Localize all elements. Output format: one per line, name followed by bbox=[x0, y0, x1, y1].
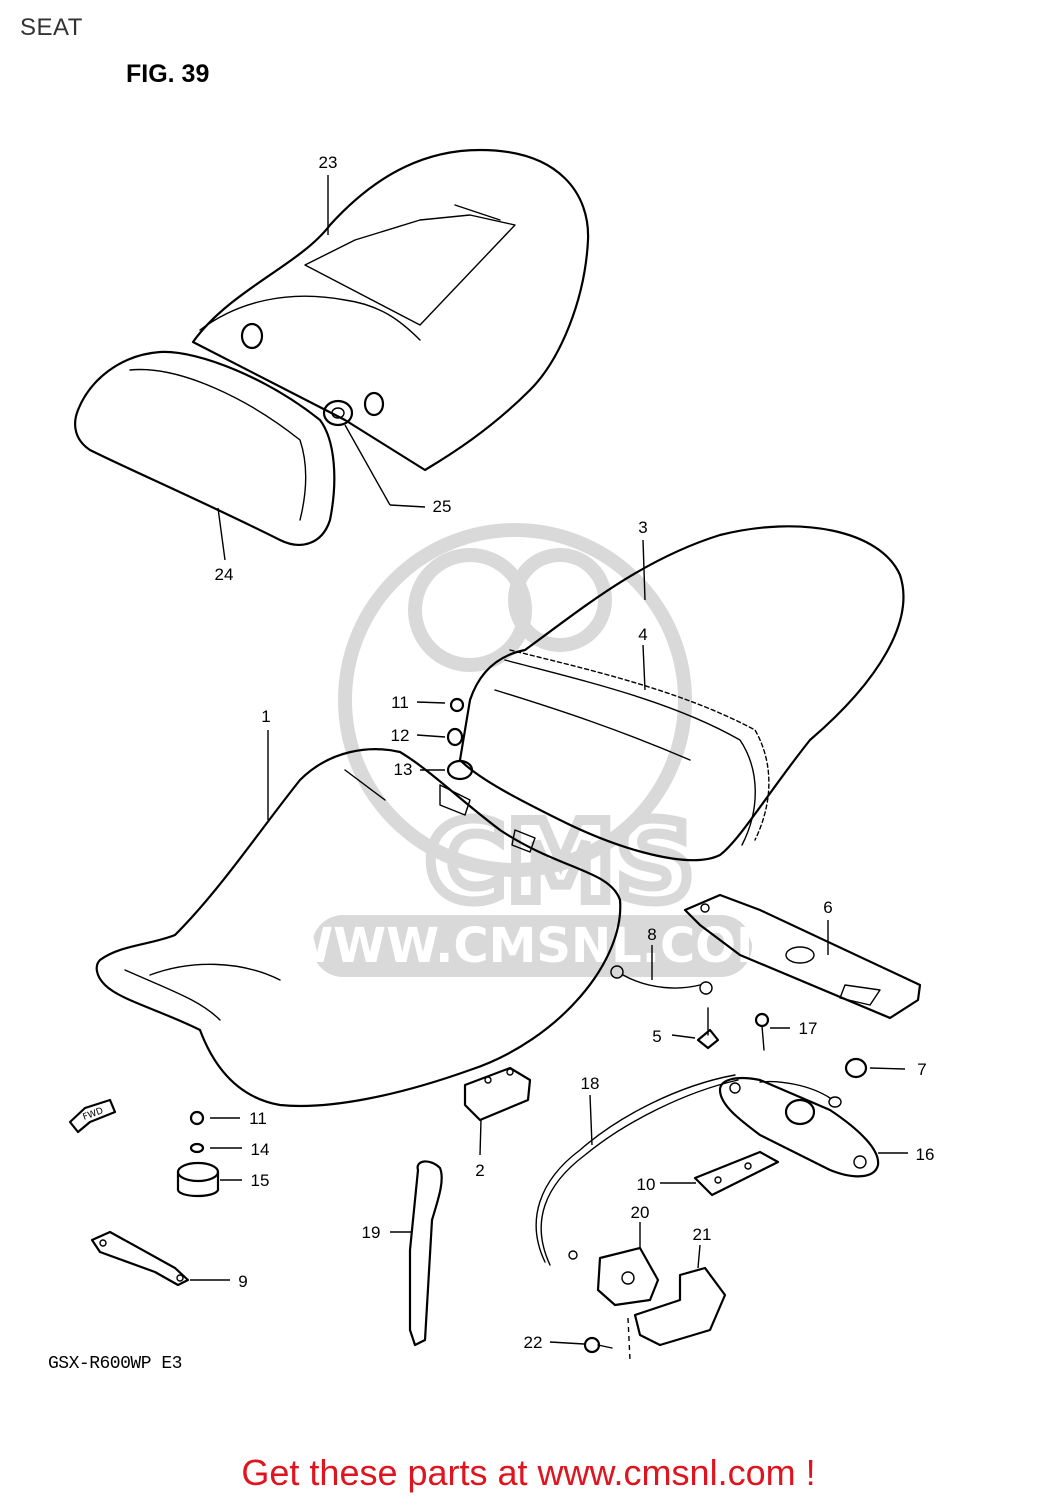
rear-seat bbox=[458, 525, 905, 862]
footer-link[interactable]: Get these parts at www.cmsnl.com ! bbox=[241, 1452, 816, 1493]
seat-strap bbox=[408, 1160, 443, 1347]
cushion-block bbox=[463, 1066, 532, 1122]
watermark-url: WWW.CMSNL.COM bbox=[280, 918, 784, 974]
lock-cable bbox=[535, 1074, 739, 1266]
callout-13: 13 bbox=[394, 760, 413, 779]
callout-7: 7 bbox=[917, 1060, 926, 1079]
washer-14 bbox=[189, 1142, 205, 1154]
callout-15: 15 bbox=[251, 1171, 270, 1190]
bolt-5 bbox=[696, 1007, 720, 1050]
spacer-15 bbox=[176, 1161, 220, 1198]
callout-22: 22 bbox=[524, 1333, 543, 1352]
seat-tail-cover bbox=[191, 148, 590, 472]
callout-1: 1 bbox=[261, 707, 270, 726]
callout-9: 9 bbox=[238, 1272, 247, 1291]
collar-12 bbox=[446, 727, 464, 747]
grommet bbox=[322, 399, 354, 427]
callout-24: 24 bbox=[215, 565, 234, 584]
callout-25: 25 bbox=[433, 497, 452, 516]
lock-cylinder bbox=[596, 1246, 660, 1307]
callout-20: 20 bbox=[631, 1203, 650, 1222]
screw-11-upper bbox=[449, 697, 465, 713]
callout-10: 10 bbox=[637, 1175, 656, 1194]
callout-8: 8 bbox=[647, 925, 656, 944]
callout-2: 2 bbox=[475, 1161, 484, 1180]
seat-lock-assembly bbox=[718, 1076, 880, 1178]
bolt-22 bbox=[583, 1336, 613, 1354]
callout-14: 14 bbox=[251, 1140, 270, 1159]
leader-lines bbox=[190, 175, 908, 1361]
callout-11-lower: 11 bbox=[249, 1109, 267, 1128]
callout-11-upper: 11 bbox=[391, 693, 409, 712]
nut-7 bbox=[844, 1057, 868, 1079]
screw-11-lower bbox=[189, 1110, 205, 1126]
forward-arrow: FWD bbox=[68, 1098, 117, 1134]
callout-23: 23 bbox=[319, 153, 338, 172]
seat-strap-9 bbox=[90, 1230, 190, 1287]
callout-19: 19 bbox=[362, 1223, 381, 1242]
callout-4: 4 bbox=[638, 625, 647, 644]
callout-17: 17 bbox=[799, 1019, 818, 1038]
callout-12: 12 bbox=[391, 726, 410, 745]
seat-bracket-plate bbox=[683, 893, 922, 1020]
screw-17 bbox=[754, 1012, 770, 1051]
callout-6: 6 bbox=[823, 898, 832, 917]
grommet-13 bbox=[446, 759, 474, 781]
callout-3: 3 bbox=[638, 518, 647, 537]
lock-plate bbox=[693, 1150, 780, 1197]
callout-18: 18 bbox=[581, 1074, 600, 1093]
callout-5: 5 bbox=[652, 1027, 661, 1046]
lock-bracket bbox=[633, 1266, 727, 1347]
figure-number: FIG. 39 bbox=[126, 60, 210, 88]
seat-lock-cable bbox=[610, 965, 713, 995]
seat-cushion-pad bbox=[74, 350, 336, 546]
callout-16: 16 bbox=[916, 1145, 935, 1164]
front-seat bbox=[95, 748, 622, 1108]
watermark-logo: WWW.CMSNL.COM CMS bbox=[280, 523, 784, 977]
model-code: GSX-R600WP E3 bbox=[48, 1354, 182, 1374]
callout-21: 21 bbox=[693, 1225, 712, 1244]
page-title: SEAT bbox=[20, 14, 83, 41]
